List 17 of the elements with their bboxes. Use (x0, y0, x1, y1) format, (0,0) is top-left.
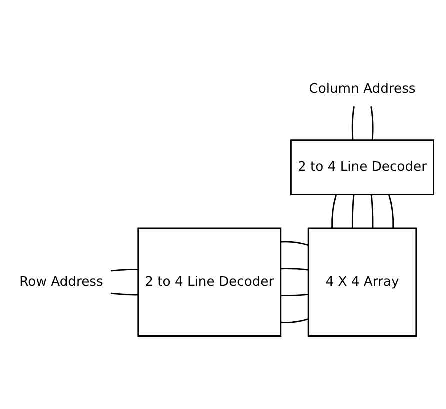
connector (370, 106, 374, 140)
node-box: 4 X 4 Array (308, 228, 418, 337)
connector (110, 292, 138, 296)
node-box: 2 to 4 Line Decoder (138, 228, 282, 337)
connector (388, 194, 394, 228)
connector (280, 318, 309, 324)
connector (332, 194, 338, 228)
connector (280, 241, 309, 246)
node-text: Row Address (20, 274, 104, 290)
connector (352, 194, 355, 228)
connector (280, 294, 308, 296)
node-box: 2 to 4 Line Decoder (290, 140, 434, 196)
connector (280, 268, 308, 271)
node-text: Column Address (309, 82, 416, 98)
connector (352, 106, 355, 140)
connector (110, 268, 138, 272)
connector (370, 194, 374, 228)
